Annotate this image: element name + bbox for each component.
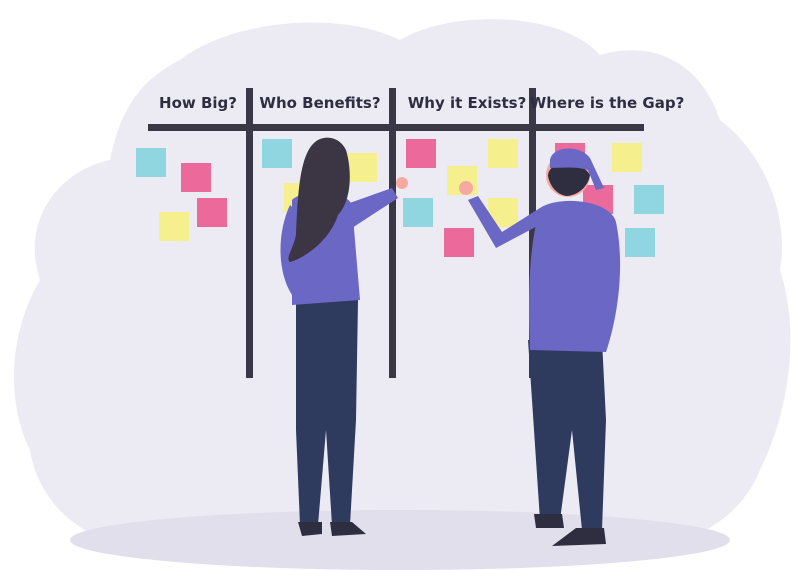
man-shoe-right	[552, 528, 606, 546]
woman-hair	[288, 137, 350, 262]
floor-shadow	[70, 510, 730, 570]
sticky-note	[634, 185, 664, 214]
board-divider-1	[246, 88, 253, 378]
sticky-note	[444, 228, 474, 257]
man-legs	[528, 340, 606, 530]
board-divider-3	[529, 88, 536, 378]
woman-shoe-right	[330, 522, 366, 536]
man-figure	[459, 148, 621, 546]
sticky-note	[403, 198, 433, 227]
sticky-note	[488, 139, 518, 168]
man-hoodie	[529, 200, 621, 352]
board-divider-2	[389, 88, 396, 378]
man-hand	[459, 181, 473, 195]
man-arm	[468, 196, 545, 248]
sticky-note	[181, 163, 211, 192]
man-cap	[550, 148, 604, 190]
column-label-how-big: How Big?	[159, 94, 237, 112]
woman-hand	[396, 177, 408, 189]
sticky-note	[612, 143, 642, 172]
sticky-note	[406, 139, 436, 168]
sticky-note	[136, 148, 166, 177]
woman-shoe-left	[298, 522, 322, 536]
sticky-note	[625, 228, 655, 257]
sticky-note	[262, 139, 292, 168]
column-label-where-is-the-gap: Where is the Gap?	[530, 94, 685, 112]
sticky-note	[197, 198, 227, 227]
sticky-note	[159, 212, 189, 241]
board	[148, 88, 644, 378]
woman-figure	[280, 137, 408, 536]
woman-arm-right	[344, 188, 398, 228]
sticky-note	[347, 153, 377, 182]
column-label-why-it-exists: Why it Exists?	[408, 94, 527, 112]
man-hair	[548, 163, 590, 196]
column-label-who-benefits: Who Benefits?	[259, 94, 380, 112]
woman-legs	[296, 300, 358, 525]
man-shoe-left	[534, 514, 564, 528]
